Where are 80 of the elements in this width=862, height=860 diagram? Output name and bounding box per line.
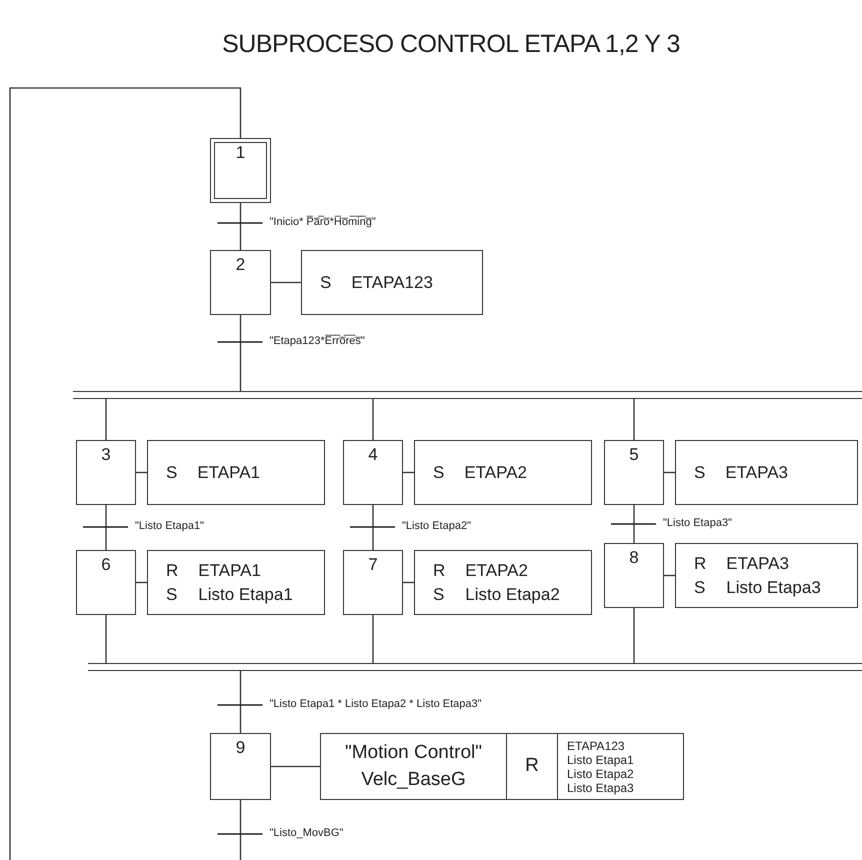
transition-label: "Inicio* P̅a̅r̅o̅*H̅o̅m̅i̅n̅g̅" — [268, 217, 377, 228]
connector-line — [136, 582, 147, 584]
step-number: 1 — [236, 144, 246, 161]
variable-list: ETAPA123 Listo Etapa1 Listo Etapa2 Listo Etapa3 — [558, 738, 636, 794]
step-box — [210, 733, 271, 800]
action-variable: ETAPA1 — [198, 560, 262, 582]
action-box — [414, 440, 592, 505]
action-variable: Listo Etapa3 — [726, 576, 821, 598]
step-number: 8 — [629, 549, 639, 566]
action-variable: Listo Etapa1 — [198, 584, 293, 605]
transition-label: "Listo Etapa3" — [662, 518, 733, 529]
parallel-bar — [88, 663, 862, 671]
connector-line — [136, 472, 147, 474]
step-box — [76, 550, 136, 615]
transition-label: "Etapa123*E̅r̅r̅o̅r̅e̅s̅" — [268, 336, 366, 347]
connector-line — [240, 800, 242, 860]
connector-line — [240, 203, 242, 250]
action-qualifier: S — [694, 462, 706, 484]
step-box — [76, 440, 136, 505]
connector-line — [9, 87, 242, 860]
transition-label: "Listo_MovBG" — [268, 828, 344, 839]
step-number: 4 — [368, 446, 378, 463]
diagram-title: SUBPROCESO CONTROL ETAPA 1,2 Y 3 — [222, 29, 680, 60]
step-box — [343, 440, 403, 505]
action-qualifier: R — [524, 754, 540, 778]
step-number: 5 — [629, 446, 639, 463]
connector-line — [664, 472, 675, 474]
action-box — [301, 250, 483, 315]
connector-line — [105, 615, 107, 663]
connector-line — [105, 505, 107, 550]
connector-line — [240, 315, 242, 391]
transition-label: "Listo Etapa1" — [134, 521, 205, 532]
step-box — [343, 550, 403, 615]
transition-label: "Listo Etapa1 * Listo Etapa2 * Listo Etapa3" — [268, 699, 483, 710]
step-box — [210, 250, 271, 315]
step-box — [604, 543, 664, 608]
action-qualifier: S — [433, 584, 446, 605]
action-variable: ETAPA3 — [726, 553, 790, 574]
connector-line — [271, 282, 301, 284]
action-variable: ETAPA3 — [725, 462, 788, 484]
connector-line — [372, 505, 374, 550]
action-box — [675, 440, 858, 505]
action-qualifier: S — [320, 272, 332, 294]
transition-label: "Listo Etapa2" — [401, 521, 472, 532]
action-variable: ETAPA2 — [465, 560, 529, 582]
action-variable: ETAPA123 — [351, 272, 433, 294]
connector-line — [633, 608, 635, 663]
action-variable: ETAPA2 — [464, 462, 528, 484]
action-qualifier: S — [694, 576, 706, 598]
action-qualifier: R — [166, 560, 178, 582]
action-box — [320, 733, 684, 800]
connector-line — [372, 399, 374, 440]
action-box — [147, 440, 325, 505]
connector-line — [240, 671, 242, 733]
action-box — [414, 550, 592, 615]
connector-line — [105, 399, 107, 440]
connector-line — [372, 615, 374, 663]
action-text: "Motion Control" Velc_BaseG — [344, 741, 484, 792]
connector-line — [403, 472, 414, 474]
step-box — [604, 440, 664, 505]
action-qualifier: R — [433, 560, 446, 582]
step-number: 2 — [236, 256, 246, 273]
connector-line — [633, 399, 635, 440]
connector-line — [271, 766, 320, 768]
action-qualifier: S — [433, 462, 444, 484]
step-number: 3 — [101, 446, 111, 463]
step-number: 6 — [101, 556, 111, 573]
action-qualifier: S — [166, 584, 178, 605]
action-qualifier: R — [694, 553, 706, 574]
step-number: 7 — [368, 556, 378, 573]
parallel-bar — [73, 391, 862, 399]
connector-line — [633, 505, 635, 543]
action-box — [675, 543, 858, 608]
action-variable: ETAPA1 — [197, 462, 260, 484]
action-qualifier: S — [166, 462, 178, 484]
step-number: 9 — [236, 739, 246, 756]
action-variable: Listo Etapa2 — [465, 584, 560, 605]
action-box — [147, 550, 325, 615]
connector-line — [664, 574, 675, 576]
connector-line — [403, 582, 414, 584]
